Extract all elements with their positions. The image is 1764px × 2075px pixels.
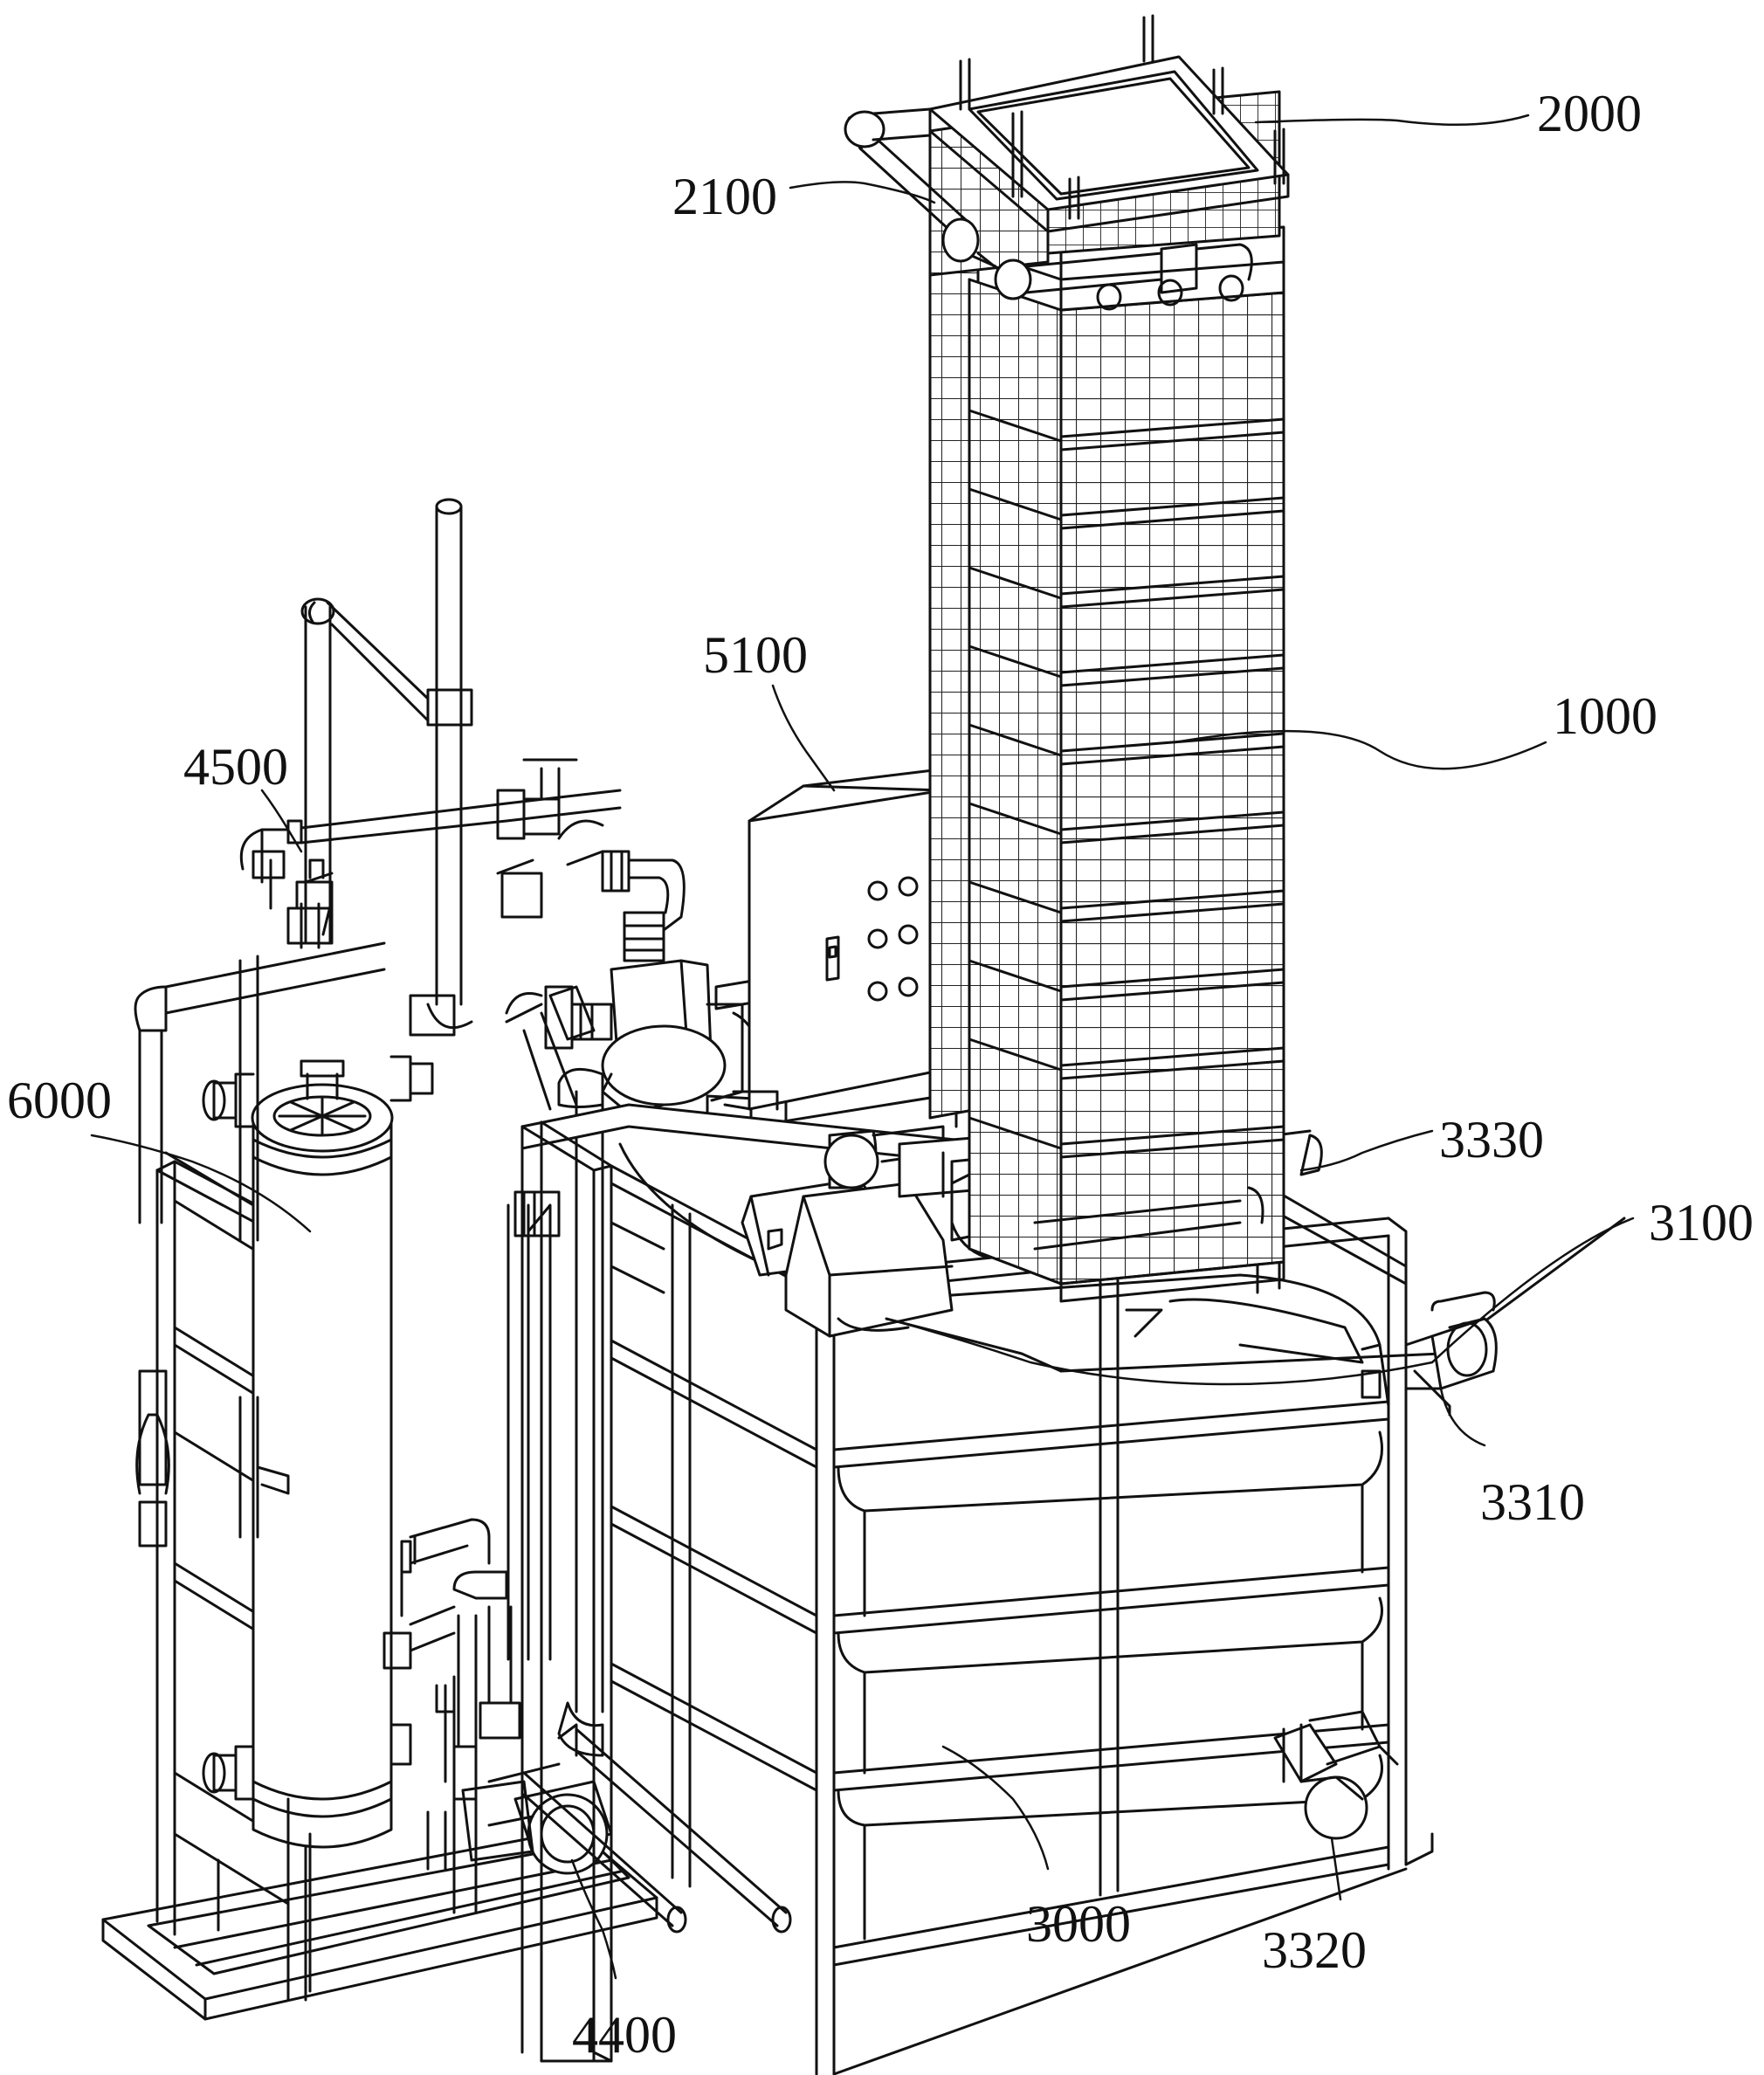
- leader-lines: [90, 114, 1635, 1980]
- leader-4400: [570, 1858, 617, 1980]
- label-3320: 3320: [1262, 1921, 1367, 1979]
- reference-labels: 2000 2100 5100 1000 4500 6000 3330 3100 …: [7, 85, 1754, 2064]
- booster-pump: [544, 941, 788, 1128]
- leader-3320: [1330, 1837, 1342, 1901]
- leader-2000: [1254, 114, 1530, 127]
- left-base-frame: [101, 1828, 658, 2021]
- label-6000: 6000: [7, 1072, 112, 1129]
- label-4500: 4500: [183, 738, 288, 796]
- label-2000: 2000: [1537, 85, 1642, 142]
- upper-left-pipework: [239, 498, 508, 1037]
- label-1000: 1000: [1553, 687, 1657, 745]
- label-5100: 5100: [703, 626, 808, 684]
- leader-5100: [771, 684, 836, 792]
- leader-3330: [1299, 1129, 1434, 1172]
- label-2100: 2100: [672, 168, 777, 225]
- leader-3100b: [1430, 1217, 1635, 1364]
- stack-plates: [968, 409, 1285, 1159]
- stack-lower-pipe: [1033, 1186, 1264, 1251]
- membrane-vessel: [202, 1055, 434, 1993]
- top-mid-valves: [496, 758, 686, 962]
- label-3310: 3310: [1480, 1473, 1585, 1531]
- label-4400: 4400: [572, 2006, 677, 2064]
- label-3330: 3330: [1439, 1111, 1544, 1168]
- outlet-3320: [1273, 1710, 1399, 1840]
- leader-4500: [260, 789, 303, 853]
- leader-3310: [1439, 1387, 1486, 1447]
- leader-6000: [90, 1134, 312, 1233]
- label-3000: 3000: [1026, 1895, 1131, 1953]
- pipe-2100: [844, 107, 1253, 300]
- leader-1000: [1173, 729, 1547, 770]
- leader-2100: [789, 181, 936, 204]
- leader-3100: [885, 1317, 1434, 1386]
- label-3100: 3100: [1649, 1194, 1754, 1251]
- mid-pipework: [505, 985, 604, 1757]
- left-pipe-rails: [134, 941, 386, 1548]
- leader-3000: [941, 1745, 1050, 1871]
- electrodialysis-stack: [928, 14, 1290, 1303]
